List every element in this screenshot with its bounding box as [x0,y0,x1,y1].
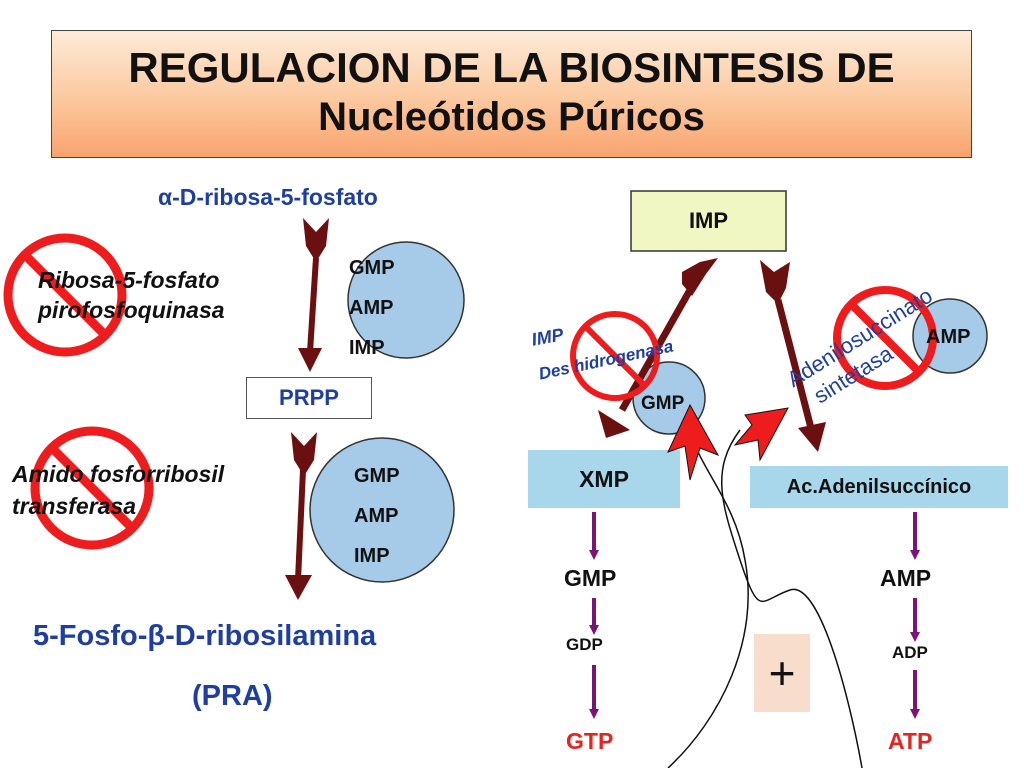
title-line-1: REGULACION DE LA BIOSINTESIS DE [128,44,895,91]
adenylosuccinic-label-box: Ac.Adenilsuccínico [750,466,1008,508]
no-sign-1 [3,233,127,357]
arrow-imp-to-adenylosuccinic [760,260,826,452]
imp-label: IMP [688,208,729,233]
no-sign-2 [30,426,154,550]
title-banner: REGULACION DE LA BIOSINTESIS DE Nucleóti… [51,30,972,158]
imp-label-box: IMP [631,191,786,251]
xmp-label: XMP [579,465,629,492]
arrow-ribose-to-prpp [298,218,329,372]
inhibitor-1-amp: AMP [349,297,394,319]
plus-sign: + [768,647,796,699]
prpp-box: PRPP [246,377,372,419]
feedback-curve-gtp [667,403,749,768]
gdp-label: GDP [566,635,603,654]
no-sign-3 [570,311,660,401]
alpha-symbol: α [158,184,173,210]
title-line-2: Nucleótidos Púricos [318,95,705,139]
gtp-label: GTP [566,728,614,754]
enzyme-2-line-2: transferasa [12,493,137,519]
enzyme-2-line-1: Amido fosforribosil [12,461,225,487]
enzyme-1-line-2: pirofosfoquinasa [38,297,225,323]
inhibitor-1-imp: IMP [349,337,385,359]
inhibitor-circle-1 [347,241,465,359]
inhibitor-2-gmp: GMP [354,465,400,487]
plus-sign-box: + [754,634,810,712]
inhibitor-1-gmp: GMP [349,257,395,279]
purple-arrows [589,512,920,719]
pra-abbrev: (PRA) [192,680,273,712]
ribose-text: -D-ribosa-5-fosfato [172,184,378,210]
feedback-curve-atp [721,407,863,768]
inhibitor-list-1: GMP AMP IMP [349,248,395,368]
pra-prefix: 5-Fosfo- [33,620,148,652]
gmp-label: GMP [564,565,617,591]
amp-circle-label: AMP [926,326,971,348]
gmp-circle-label: GMP [641,393,685,414]
plus-box [754,634,810,712]
xmp-label-box: XMP [528,450,680,508]
ribose-5-phosphate-label: α-D-ribosa-5-fosfato [158,184,378,211]
adenylosuccinic-label: Ac.Adenilsuccínico [786,475,972,498]
xmp-box [528,450,680,508]
enzyme-1-label: Ribosa-5-fosfato pirofosfoquinasa [38,265,225,325]
imp-box [630,190,787,252]
amp-label: AMP [880,565,932,591]
enzyme-2-label: Amido fosforribosil transferasa [12,458,224,522]
inhibitor-list-2: GMP AMP IMP [354,456,400,576]
prpp-label: PRPP [279,385,339,410]
arrow-prpp-to-pra [285,432,317,600]
inhibitor-2-amp: AMP [354,505,399,527]
enzyme-1-line-1: Ribosa-5-fosfato [38,267,220,293]
no-sign-4 [833,286,937,390]
inhibitor-circle-2 [309,437,455,583]
atp-label: ATP [888,728,933,754]
beta-symbol: β [147,620,166,652]
inhibitor-2-imp: IMP [354,545,390,567]
pra-suffix: -D-ribosilamina [165,620,377,652]
adenylosuccinic-box [750,466,1008,508]
pra-label: 5-Fosfo-β-D-ribosilamina [33,620,376,653]
adp-label: ADP [892,643,928,662]
